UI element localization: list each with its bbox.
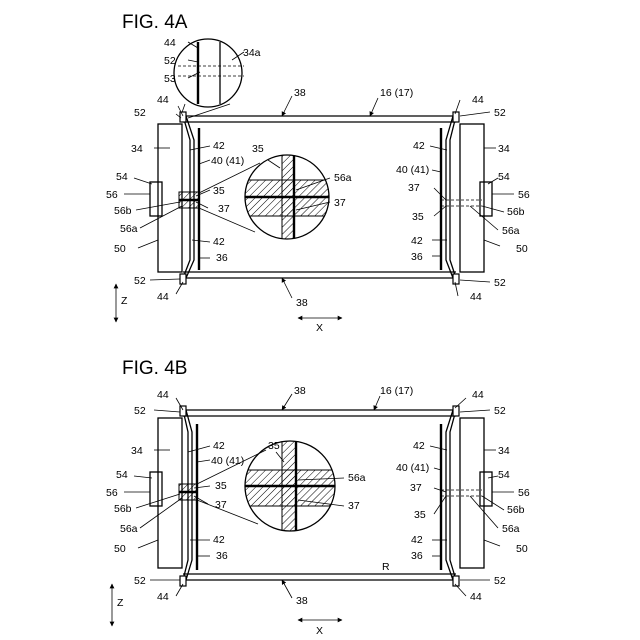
- label-56: 56: [106, 189, 118, 201]
- label-44: 44: [470, 591, 482, 603]
- label-56: 56: [106, 487, 118, 499]
- label-36: 36: [411, 550, 423, 562]
- label-44: 44: [157, 291, 169, 303]
- label-56b: 56b: [507, 504, 525, 516]
- label-53: 53: [164, 73, 176, 85]
- axis-z-label: Z: [121, 295, 128, 307]
- label-40-41: 40 (41): [211, 455, 244, 467]
- label-52: 52: [134, 275, 146, 287]
- label-44: 44: [157, 591, 169, 603]
- label-36: 36: [216, 550, 228, 562]
- label-50: 50: [114, 543, 126, 555]
- figure-4b: FIG. 4B: [106, 358, 530, 637]
- label-52: 52: [164, 55, 176, 67]
- label-56a: 56a: [348, 472, 366, 484]
- label-35: 35: [213, 185, 225, 197]
- label-38: 38: [294, 385, 306, 397]
- label-38: 38: [296, 595, 308, 607]
- label-50: 50: [516, 543, 528, 555]
- label-52: 52: [494, 107, 506, 119]
- left-assembly: [150, 112, 199, 284]
- label-56: 56: [518, 189, 530, 201]
- axis-z-label: Z: [117, 597, 124, 609]
- label-52: 52: [134, 405, 146, 417]
- label-56b: 56b: [114, 503, 132, 515]
- label-50: 50: [516, 243, 528, 255]
- label-54: 54: [498, 171, 510, 183]
- label-50: 50: [114, 243, 126, 255]
- label-35: 35: [215, 480, 227, 492]
- label-44: 44: [472, 94, 484, 106]
- label-42: 42: [411, 235, 423, 247]
- reference-labels: 38 16 (17) 44 52 44 52 34 42 40 (41) 35 …: [106, 385, 530, 637]
- label-42: 42: [413, 440, 425, 452]
- label-56a: 56a: [120, 523, 138, 535]
- figure-title: FIG. 4A: [122, 12, 188, 33]
- label-38: 38: [294, 87, 306, 99]
- axis-x-label: X: [316, 625, 323, 637]
- detail-inset-top: [174, 39, 244, 118]
- right-assembly: [441, 406, 492, 586]
- figure-title: FIG. 4B: [122, 358, 187, 379]
- label-42: 42: [411, 534, 423, 546]
- label-R: R: [382, 561, 390, 573]
- label-37: 37: [334, 197, 346, 209]
- label-56b: 56b: [507, 206, 525, 218]
- label-42: 42: [213, 440, 225, 452]
- label-54: 54: [116, 469, 128, 481]
- label-34: 34: [498, 143, 510, 155]
- label-16-17: 16 (17): [380, 385, 413, 397]
- right-assembly: [441, 112, 492, 284]
- label-56a: 56a: [334, 172, 352, 184]
- label-44: 44: [164, 37, 176, 49]
- label-52: 52: [134, 575, 146, 587]
- label-56b: 56b: [114, 205, 132, 217]
- label-56: 56: [518, 487, 530, 499]
- label-52: 52: [494, 575, 506, 587]
- axis-x-label: X: [316, 322, 323, 334]
- label-52: 52: [494, 277, 506, 289]
- label-36: 36: [216, 252, 228, 264]
- label-42: 42: [413, 140, 425, 152]
- label-37: 37: [410, 482, 422, 494]
- label-54: 54: [498, 469, 510, 481]
- label-52: 52: [134, 107, 146, 119]
- label-35: 35: [414, 509, 426, 521]
- label-44: 44: [157, 389, 169, 401]
- label-56a: 56a: [502, 225, 520, 237]
- label-37: 37: [348, 500, 360, 512]
- label-34: 34: [498, 445, 510, 457]
- label-38: 38: [296, 297, 308, 309]
- label-42: 42: [213, 534, 225, 546]
- label-37: 37: [408, 182, 420, 194]
- label-37: 37: [218, 203, 230, 215]
- label-34: 34: [131, 143, 143, 155]
- label-44: 44: [470, 291, 482, 303]
- label-44: 44: [157, 94, 169, 106]
- label-42: 42: [213, 140, 225, 152]
- label-40-41: 40 (41): [396, 462, 429, 474]
- label-37: 37: [215, 499, 227, 511]
- label-34: 34: [131, 445, 143, 457]
- figure-4a: FIG. 4A: [106, 12, 530, 334]
- label-56a: 56a: [120, 223, 138, 235]
- label-52: 52: [494, 405, 506, 417]
- label-40-41: 40 (41): [211, 155, 244, 167]
- label-35: 35: [252, 143, 264, 155]
- label-44: 44: [472, 389, 484, 401]
- label-35: 35: [268, 440, 280, 452]
- axes-indicator: [116, 284, 342, 322]
- label-42: 42: [213, 236, 225, 248]
- label-56a: 56a: [502, 523, 520, 535]
- label-36: 36: [411, 251, 423, 263]
- label-16-17: 16 (17): [380, 87, 413, 99]
- label-34a: 34a: [243, 47, 261, 59]
- label-40-41: 40 (41): [396, 164, 429, 176]
- label-35: 35: [412, 211, 424, 223]
- label-54: 54: [116, 171, 128, 183]
